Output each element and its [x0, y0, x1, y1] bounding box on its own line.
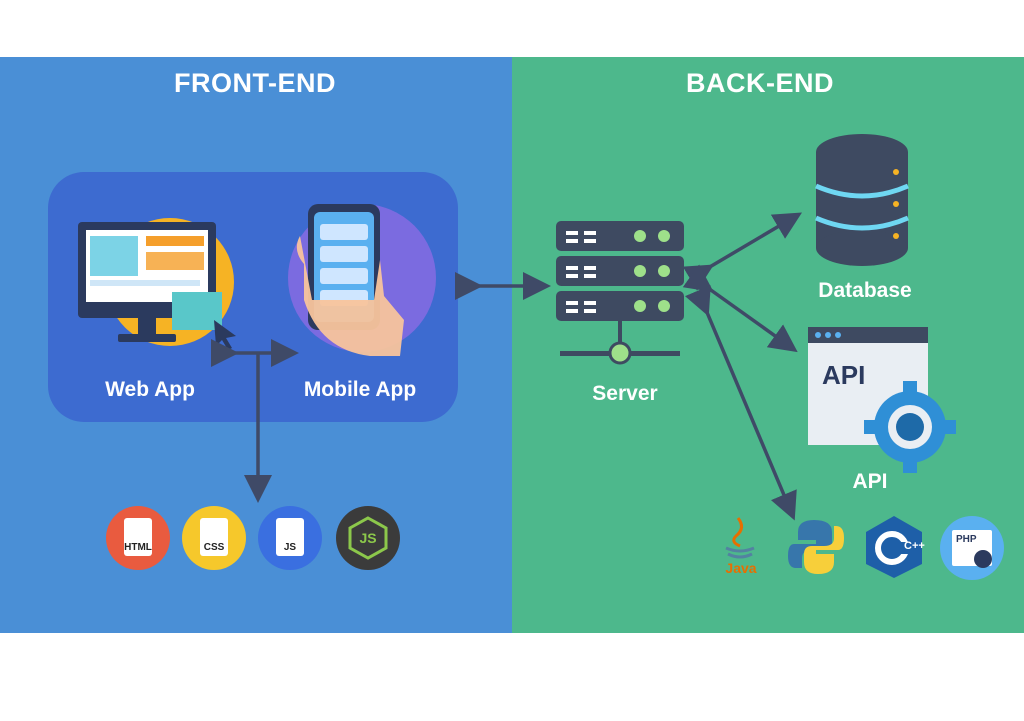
database-label: Database	[818, 279, 912, 302]
css-badge-icon: CSS	[182, 506, 246, 570]
mobile-app-icon	[288, 204, 436, 356]
arrow-server-api	[682, 264, 798, 353]
js-badge-icon: JS	[258, 506, 322, 570]
api-icon	[808, 327, 956, 473]
cpp-icon: C++	[862, 514, 926, 580]
api-label: API	[852, 470, 888, 493]
web-app-label: Web App	[105, 378, 195, 401]
java-icon: Java	[716, 514, 766, 580]
mobile-app-label: Mobile App	[303, 378, 417, 401]
back-end-title: BACK-END	[686, 68, 834, 98]
html-badge-icon: HTML	[106, 506, 170, 570]
api-window-text: API	[822, 360, 866, 390]
web-app-icon	[78, 218, 236, 350]
server-label: Server	[592, 382, 658, 405]
nodejs-badge-icon: JS	[336, 506, 400, 570]
database-icon	[815, 134, 909, 266]
front-end-title: FRONT-END	[174, 68, 336, 98]
server-icon	[556, 221, 684, 365]
arrow-server-database	[682, 212, 803, 291]
php-icon: PHP	[940, 516, 1004, 580]
python-icon	[786, 516, 846, 578]
arrow-server-backend-tech	[684, 285, 797, 521]
